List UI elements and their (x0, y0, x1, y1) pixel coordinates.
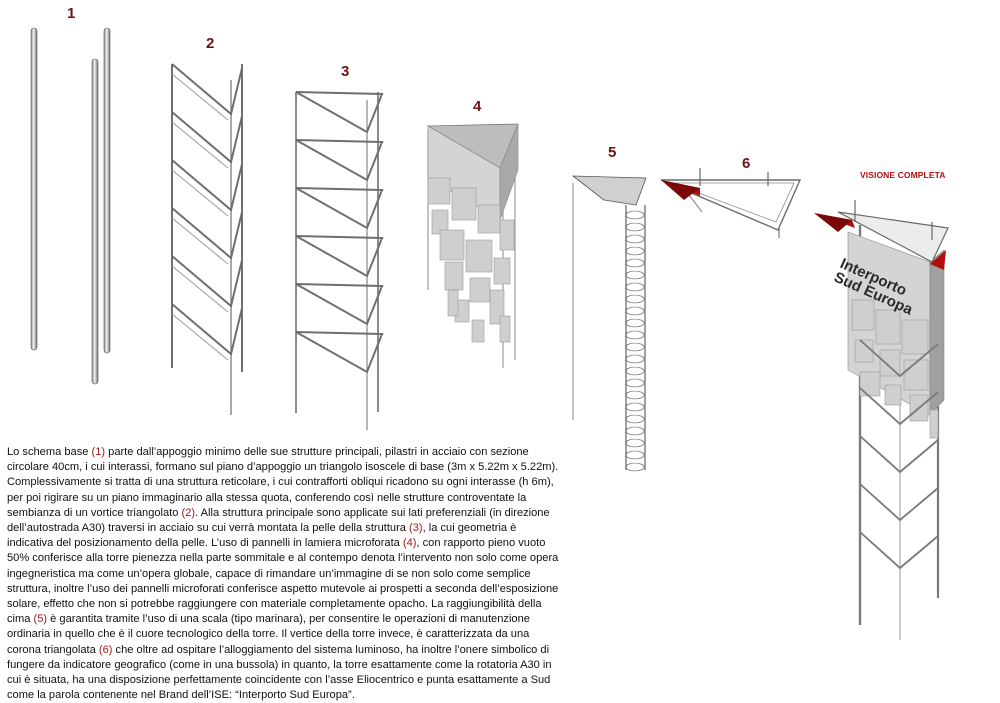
step5-ladder-hoop (625, 294, 645, 304)
complete-panel (851, 299, 875, 331)
step-number-3: 3 (341, 63, 350, 80)
step5-ladder-hoop (625, 222, 645, 232)
ref-step-3: (3) (409, 522, 423, 535)
step4-panel (477, 204, 501, 234)
complete-panel (903, 359, 929, 391)
step5-ladder-hoop (625, 426, 645, 436)
step-number-6: 6 (742, 155, 751, 172)
step2-buttress-edge (171, 169, 229, 217)
step4-panel (499, 219, 515, 251)
step4-panel (469, 277, 491, 303)
step5-ladder-hoop (625, 354, 645, 364)
complete-buttress (859, 339, 939, 378)
step4-panel (499, 315, 511, 343)
step4-microperforated-panels (426, 123, 519, 368)
step6-triangular-crown (660, 168, 802, 238)
ref-step-5: (5) (33, 613, 48, 626)
complete-view-tower (814, 200, 949, 640)
step5-ladder-hoop (625, 210, 645, 220)
complete-panel (859, 371, 881, 397)
step4-panel (427, 177, 451, 205)
step3-cross-member (295, 91, 384, 134)
step2-reticular-structure (171, 63, 243, 415)
step2-buttress-edge (171, 121, 229, 169)
desc-text-6: è garantita tramite l’uso di una scala (… (7, 613, 530, 656)
step5-ladder-hoop (625, 282, 645, 292)
complete-buttress (859, 531, 939, 570)
step5-ladder-hoop (625, 342, 645, 352)
step-number-5: 5 (608, 144, 617, 161)
step3-cross-member (295, 331, 384, 374)
step4-panel (444, 261, 464, 291)
step5-ladder-hoop (625, 414, 645, 424)
step5-ladder-hoop (625, 378, 645, 388)
ref-step-2: (2) (181, 506, 196, 519)
complete-view-label: VISIONE COMPLETA (860, 170, 946, 180)
step2-buttress (171, 159, 243, 212)
step4-panel (447, 289, 459, 317)
step5-ladder-hoop (625, 258, 645, 268)
step2-buttress-edge (171, 73, 229, 121)
step4-panel (451, 187, 477, 221)
complete-panel (929, 409, 939, 439)
desc-text-1: Lo schema base (7, 446, 92, 458)
desc-text-5: , con rapporto pieno vuoto 50% conferisc… (7, 537, 559, 626)
step3-cross-member (295, 187, 384, 230)
step2-buttress (171, 255, 243, 308)
step3-cross-member (295, 235, 384, 278)
step1-pillars (30, 27, 111, 385)
step5-ladder-hoop (625, 330, 645, 340)
complete-buttress (859, 387, 939, 426)
step2-buttress-edge (171, 217, 229, 265)
step2-buttress-edge (171, 265, 229, 313)
step4-panel (465, 239, 493, 273)
step5-ladder-hoop (625, 366, 645, 376)
step-number-1: 1 (67, 5, 76, 22)
step5-ladder-hoop (625, 390, 645, 400)
complete-panel (879, 349, 901, 377)
step3-cross-member (295, 283, 384, 326)
ref-step-1: (1) (91, 446, 106, 458)
complete-buttress (859, 483, 939, 522)
step5-ladder-hoop (625, 306, 645, 316)
step2-buttress-edge (171, 313, 229, 361)
step3-cross-members (295, 91, 384, 430)
step4-panel (471, 319, 485, 343)
step5-ladder-hoop (625, 462, 645, 472)
step5-ladder-hoop (625, 402, 645, 412)
complete-panel (875, 309, 901, 345)
step5-ladder-hoop (625, 450, 645, 460)
step5-ladder-hoop (625, 438, 645, 448)
desc-text-2: parte dall’appoggio minimo delle sue str… (7, 446, 559, 519)
ref-step-6: (6) (98, 643, 113, 656)
step5-ladder-hoop (625, 246, 645, 256)
step5-ladder-hoop (625, 318, 645, 328)
step-number-4: 4 (473, 98, 482, 115)
ref-step-4: (4) (402, 537, 417, 550)
step2-buttress (171, 63, 243, 116)
step3-cross-member (295, 139, 384, 182)
step5-ladder-hoop (625, 270, 645, 280)
complete-panel (884, 384, 902, 406)
complete-buttress (859, 435, 939, 474)
step4-panel (493, 257, 511, 285)
step-number-2: 2 (206, 35, 215, 52)
step2-buttress (171, 111, 243, 164)
step2-buttress (171, 303, 243, 356)
step2-buttress (171, 207, 243, 260)
step5-ladder-hoop (625, 234, 645, 244)
step5-maintenance-ladder (571, 175, 647, 472)
complete-panel (901, 319, 929, 355)
step4-panel (489, 289, 505, 325)
desc-text-4: , la cui geometria è indicativa del posi… (7, 522, 517, 550)
desc-text-7: che oltre ad ospitare l’alloggiamento de… (7, 643, 552, 702)
step4-panel (439, 229, 465, 261)
desc-text-3: . Alla struttura principale sono applica… (7, 506, 550, 535)
description-paragraph: Lo schema base (1) parte dall’appoggio m… (7, 445, 560, 703)
